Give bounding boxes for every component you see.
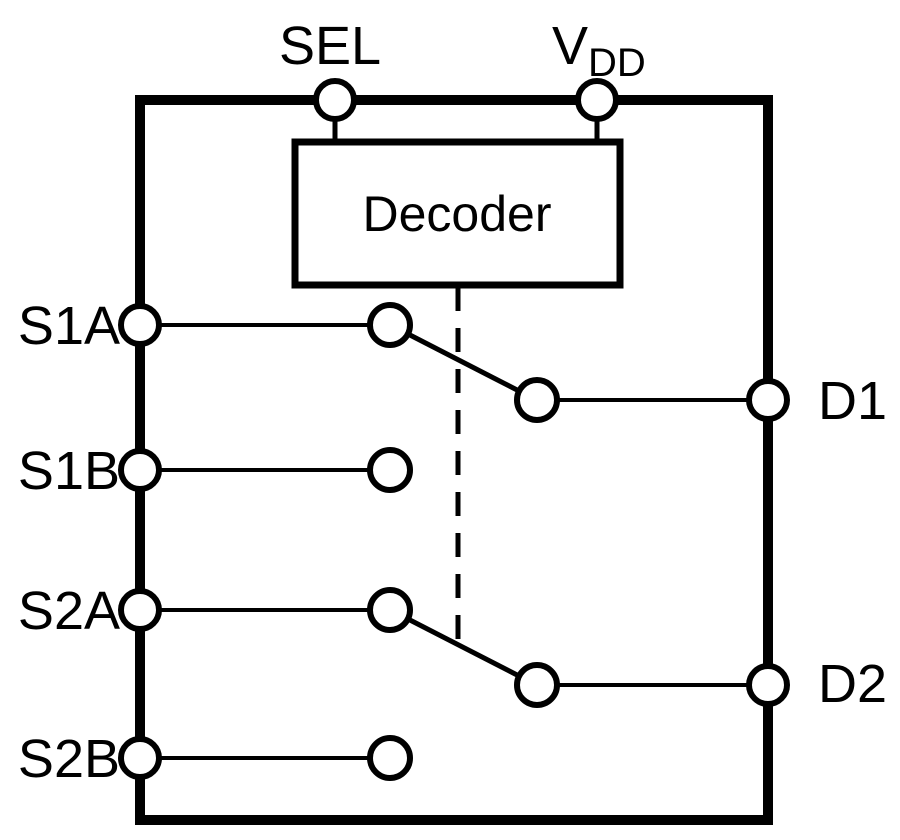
switch1-common-contact xyxy=(514,377,560,423)
s1a-label: S1A xyxy=(18,296,120,356)
s1b-pin-node xyxy=(118,448,162,492)
switch1-throw-a-contact xyxy=(367,302,413,348)
s2a-label: S2A xyxy=(18,581,120,641)
d2-pin-node xyxy=(746,663,790,707)
switch2-common-contact xyxy=(514,662,560,708)
vdd-label-subscript: DD xyxy=(588,41,646,85)
d1-label: D1 xyxy=(818,371,887,431)
vdd-pin-node xyxy=(575,78,619,122)
switch2-throw-a-contact xyxy=(367,587,413,633)
switch2-lever xyxy=(406,616,521,679)
decoder-box xyxy=(291,138,624,289)
switch1-lever xyxy=(406,331,521,394)
sel-pin-node xyxy=(313,78,357,122)
sel-label: SEL xyxy=(279,16,381,76)
switch1-throw-b-contact xyxy=(367,447,413,493)
s2b-pin-node xyxy=(118,736,162,780)
s1b-label: S1B xyxy=(18,441,120,501)
s2b-label: S2B xyxy=(18,729,120,789)
s1a-pin-node xyxy=(118,303,162,347)
switch2-throw-b-contact xyxy=(367,735,413,781)
d1-pin-node xyxy=(746,378,790,422)
vdd-label: VDD xyxy=(552,16,646,85)
decoder-label: Decoder xyxy=(363,186,552,242)
d2-label: D2 xyxy=(818,654,887,714)
vdd-label-main: V xyxy=(552,16,588,76)
s2a-pin-node xyxy=(118,588,162,632)
